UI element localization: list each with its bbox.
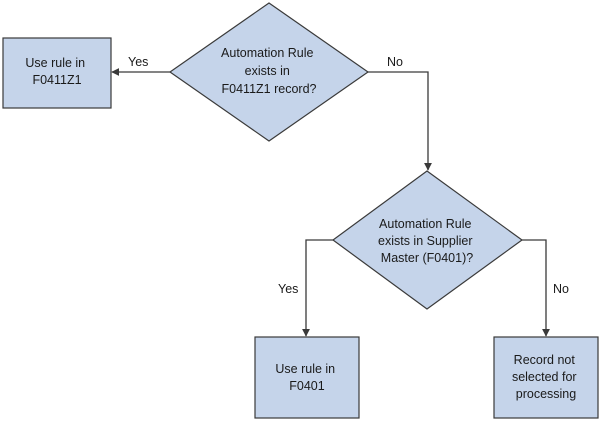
process-use-rule-f0411z1-shape [2, 37, 112, 109]
edge-label-first-yes: Yes [128, 55, 148, 69]
edge-label-second-no: No [553, 282, 569, 296]
decision-f0411z1: Automation Rule exists in F0411Z1 record… [168, 2, 370, 142]
decision-f0411z1-shape [168, 2, 370, 142]
svg-text:Automation Rule exists i: Automation Rule exists in Supplier Maste… [378, 217, 476, 265]
decision-supplier-master: Automation Rule exists in Supplier Maste… [331, 170, 524, 310]
process-use-rule-f0401-shape [254, 336, 360, 419]
process-use-rule-f0411z1: Use rule in F0411Z1 [2, 37, 112, 109]
edge-second-no [522, 239, 550, 337]
decision-supplier-master-shape [331, 170, 524, 310]
process-use-rule-f0401: Use rule in F0401 [254, 336, 360, 419]
decision-f0411z1-line-1: Automation Rule [221, 46, 313, 60]
terminal-record-not-selected-line-3: processing [516, 387, 576, 401]
edge-label-first-no: No [387, 55, 403, 69]
process-use-rule-f0401-line-2: F0401 [289, 379, 324, 393]
process-use-rule-f0401-line-1: Use rule in [275, 362, 335, 376]
terminal-record-not-selected-shape [493, 336, 599, 419]
decision-supplier-master-line-2: exists in Supplier [378, 234, 473, 248]
terminal-record-not-selected-line-2: selected for [512, 370, 577, 384]
svg-text:Use rule in F0401: Use rule in F0401 [275, 362, 338, 393]
decision-f0411z1-line-3: F0411Z1 record? [222, 82, 317, 96]
svg-text:Automation Rule exists i: Automation Rule exists in F0411Z1 record… [221, 46, 317, 96]
process-use-rule-f0411z1-line-1: Use rule in [25, 56, 85, 70]
decision-supplier-master-line-3: Master (F0401)? [381, 251, 473, 265]
svg-text:Record not selected for: Record not selected for processing [512, 353, 580, 401]
process-use-rule-f0411z1-line-2: F0411Z1 [32, 73, 81, 87]
terminal-record-not-selected-line-1: Record not [514, 353, 576, 367]
decision-supplier-master-line-1: Automation Rule [379, 217, 471, 231]
decision-f0411z1-line-2: exists in [245, 64, 290, 78]
svg-text:Use rule in F0411Z1: Use rule in F0411Z1 [25, 56, 88, 87]
edge-label-second-yes: Yes [278, 282, 298, 296]
edge-first-no [368, 71, 432, 171]
terminal-record-not-selected: Record not selected for processing [493, 336, 599, 419]
edge-second-yes [302, 239, 333, 337]
